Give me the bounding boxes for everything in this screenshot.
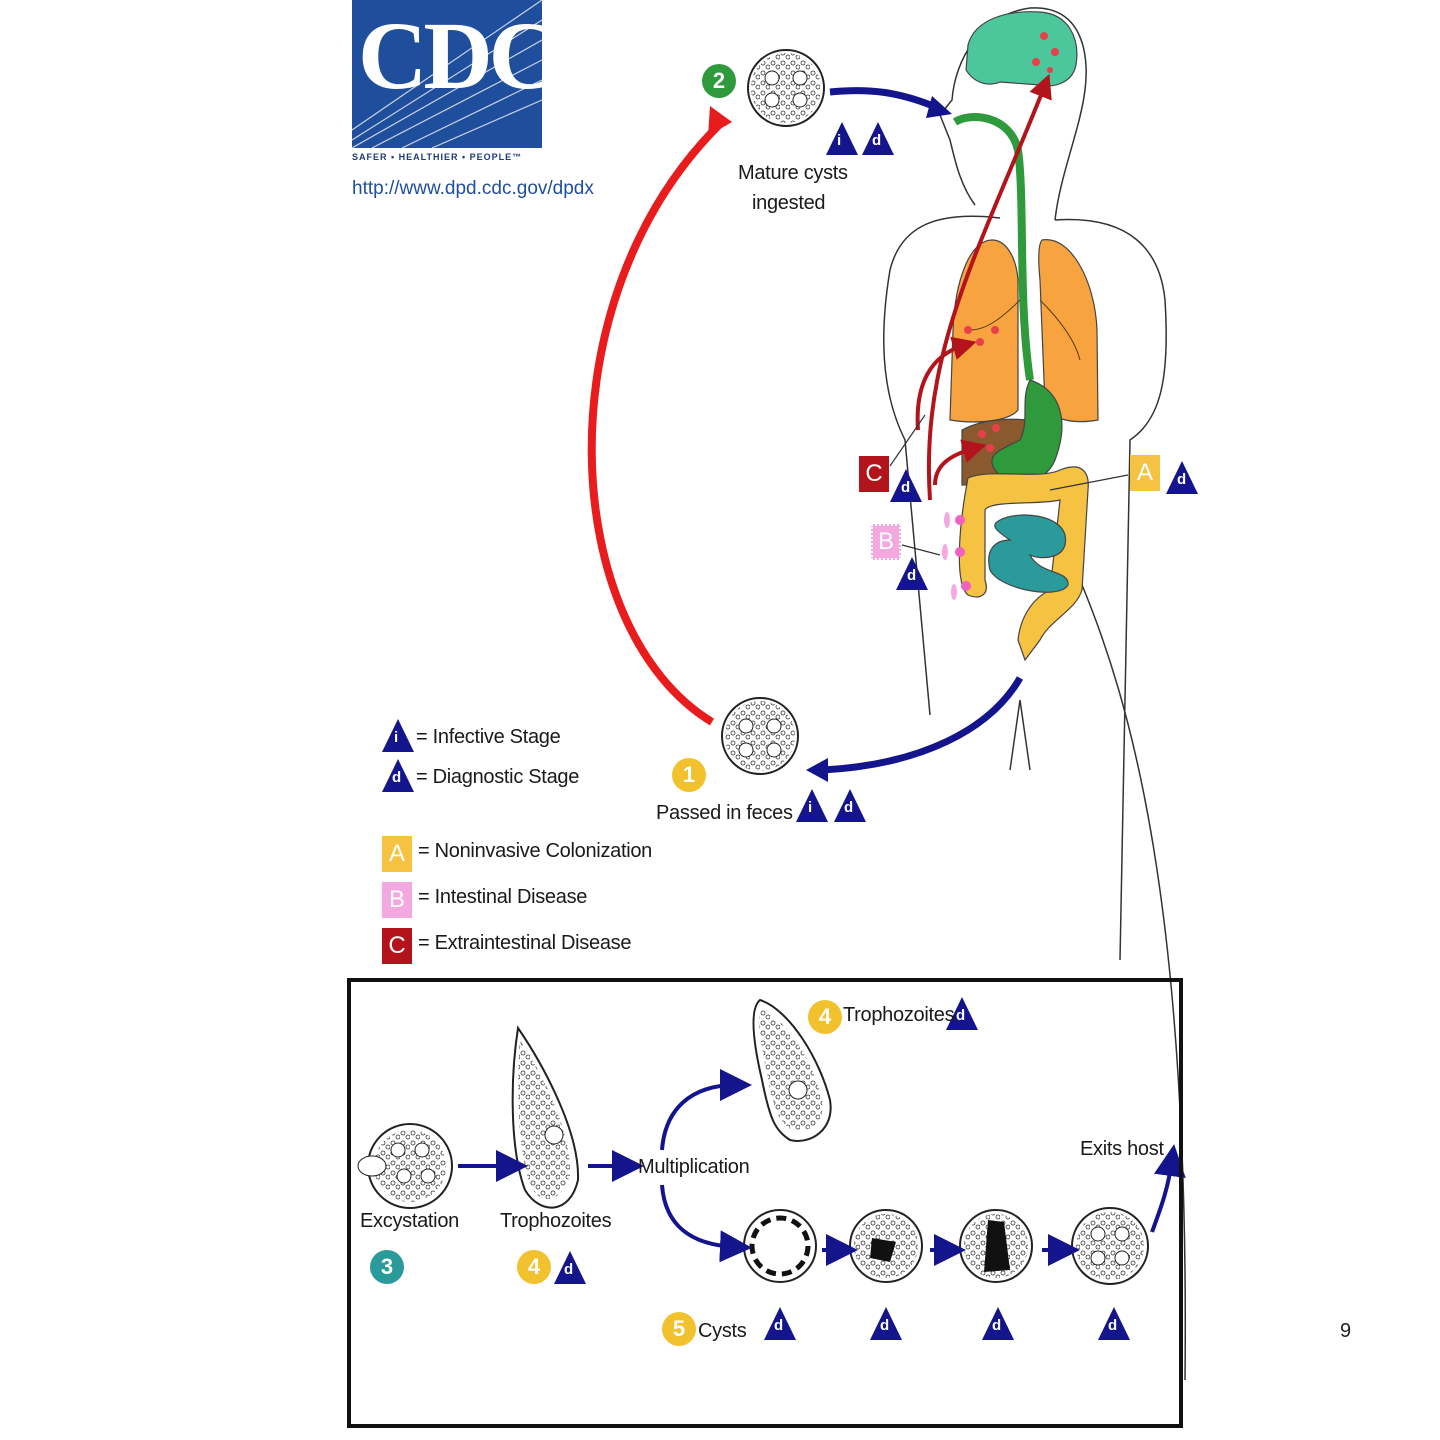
legend-a-text: = Noninvasive Colonization <box>418 840 653 862</box>
intestinal-lesion-icon <box>942 512 971 600</box>
large-intestine-icon <box>958 466 1089 662</box>
legend-c-swatch: C <box>382 928 412 964</box>
marker-d-text: d <box>880 1317 889 1334</box>
excystation-icon <box>357 1123 453 1209</box>
legend-diagnostic-marker <box>382 759 414 792</box>
step-4-badge: 4 <box>517 1250 551 1284</box>
exits-host-label: Exits host <box>1080 1138 1164 1160</box>
legend-infective-text: = Infective Stage <box>416 726 561 748</box>
step-2-badge: 2 <box>702 64 736 98</box>
cyst-stage-3-icon <box>959 1209 1033 1283</box>
legend-infective-marker <box>382 719 414 752</box>
page-number: 9 <box>1340 1320 1352 1342</box>
logo-stripes-icon <box>352 0 542 148</box>
human-body-outline <box>883 7 1187 1381</box>
marker-i-text: i <box>837 132 841 149</box>
intestinal-lifecycle-panel <box>347 978 1183 1428</box>
excystation-label: Excystation <box>360 1210 459 1232</box>
cycle-arrowhead-icon <box>708 106 732 136</box>
trophozoites-top-label: Trophozoites <box>843 1004 955 1026</box>
diagnostic-marker-trophozoites-top <box>946 997 978 1030</box>
step-1-badge: 1 <box>672 758 706 792</box>
diagnostic-marker-cyst-2 <box>870 1307 902 1340</box>
legend-b-text: = Intestinal Disease <box>418 886 588 908</box>
cyst-stage-4-icon <box>1071 1207 1149 1285</box>
extraintestinal-spread-arrows <box>915 73 1052 501</box>
marker-d-text: d <box>956 1007 965 1024</box>
logo-text: CDC <box>358 2 542 109</box>
diagnostic-marker-a <box>1166 461 1198 494</box>
lung-lesion-icon <box>964 326 999 346</box>
trophozoite-icon <box>511 1025 580 1209</box>
ingestion-arrow <box>829 87 940 112</box>
diagnostic-marker-b <box>896 557 928 590</box>
logo-tagline: SAFER • HEALTHIER • PEOPLE™ <box>352 152 523 162</box>
marker-d-text: d <box>844 799 853 816</box>
step-5-badge: 5 <box>662 1312 696 1346</box>
marker-d-text: d <box>1177 471 1186 488</box>
cyst-stage-1-icon <box>743 1209 817 1283</box>
class-b-label: B <box>871 524 901 560</box>
diagnostic-marker-cyst-3 <box>982 1307 1014 1340</box>
left-lung-icon <box>949 239 1019 423</box>
lifecycle-arrows <box>458 1069 1186 1266</box>
diagnostic-marker-trophozoites <box>554 1251 586 1284</box>
legend-c-text: = Extraintestinal Disease <box>418 932 632 954</box>
marker-d-text: d <box>1108 1317 1117 1334</box>
trophozoites-label: Trophozoites <box>500 1210 612 1232</box>
marker-d-text: d <box>992 1317 1001 1334</box>
trophozoite-multiplied-icon <box>752 998 832 1142</box>
source-url: http://www.dpd.cdc.gov/dpdx <box>352 178 594 199</box>
step-3-badge: 3 <box>370 1250 404 1284</box>
marker-i-text: i <box>394 729 398 746</box>
mature-cyst-ingested-icon <box>747 49 825 127</box>
passed-in-feces-label: Passed in feces <box>656 802 793 824</box>
diagnostic-marker-cyst-4 <box>1098 1307 1130 1340</box>
right-lung-icon <box>1038 239 1099 423</box>
class-a-label: A <box>1130 455 1160 491</box>
ingested-label: ingested <box>752 192 826 214</box>
mature-cysts-label: Mature cysts <box>738 162 848 184</box>
marker-d-text: d <box>901 479 910 496</box>
cyst-passed-in-feces-icon <box>721 697 799 775</box>
legend-b-swatch: B <box>382 882 412 918</box>
small-intestine-icon <box>988 514 1069 593</box>
infection-cycle-arrow <box>587 119 725 726</box>
diagnostic-marker-feces <box>834 789 866 822</box>
class-c-label: C <box>859 456 889 492</box>
esophagus-icon <box>952 113 1034 381</box>
diagnostic-marker-c <box>890 469 922 502</box>
cyst-stage-2-icon <box>849 1209 923 1283</box>
marker-d-text: d <box>392 769 401 786</box>
step-4-top-badge: 4 <box>808 1000 842 1034</box>
liver-lesion-icon <box>978 424 1000 452</box>
excretion-arrow <box>821 676 1024 774</box>
legend-diagnostic-text: = Diagnostic Stage <box>416 766 580 788</box>
cysts-label: Cysts <box>698 1320 747 1342</box>
marker-d-text: d <box>564 1261 573 1278</box>
cdc-logo: CDC <box>352 0 542 148</box>
marker-d-text: d <box>774 1317 783 1334</box>
marker-i-text: i <box>808 799 812 816</box>
diagnostic-marker-cyst-1 <box>764 1307 796 1340</box>
legend-a-swatch: A <box>382 836 412 872</box>
infective-stage-marker-top <box>826 122 858 155</box>
diagnostic-stage-marker-top <box>862 122 894 155</box>
multiplication-label: Multiplication <box>638 1156 750 1178</box>
brain-lesion-icon <box>1032 32 1059 73</box>
marker-d-text: d <box>872 132 881 149</box>
infective-marker-feces <box>796 789 828 822</box>
brain-icon <box>965 11 1078 87</box>
marker-d-text: d <box>907 567 916 584</box>
